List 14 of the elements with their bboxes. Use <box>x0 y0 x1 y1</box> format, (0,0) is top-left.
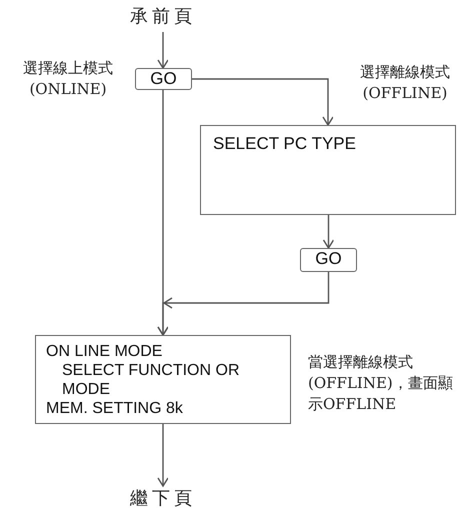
button-box: GO <box>135 68 192 90</box>
arrow <box>157 424 169 487</box>
page-label: 承前頁 <box>120 4 206 32</box>
page-label: 繼下頁 <box>120 486 206 514</box>
arrow <box>157 272 330 336</box>
arrow <box>322 215 334 249</box>
note-text: 當選擇離線模式(OFFLINE)，畫面顯示OFFLINE <box>308 352 454 415</box>
edge-label: 選擇線上模式(ONLINE) <box>22 58 114 100</box>
button-box: GO <box>300 248 357 272</box>
arrow <box>157 32 169 69</box>
edge-label: 選擇離線模式(OFFLINE) <box>359 62 451 104</box>
screen-box: SELECT PC TYPE <box>200 125 456 215</box>
screen-box: ON LINE MODE SELECT FUNCTION OR MODE MEM. SETTING 8k <box>35 335 291 424</box>
arrow <box>192 78 334 126</box>
